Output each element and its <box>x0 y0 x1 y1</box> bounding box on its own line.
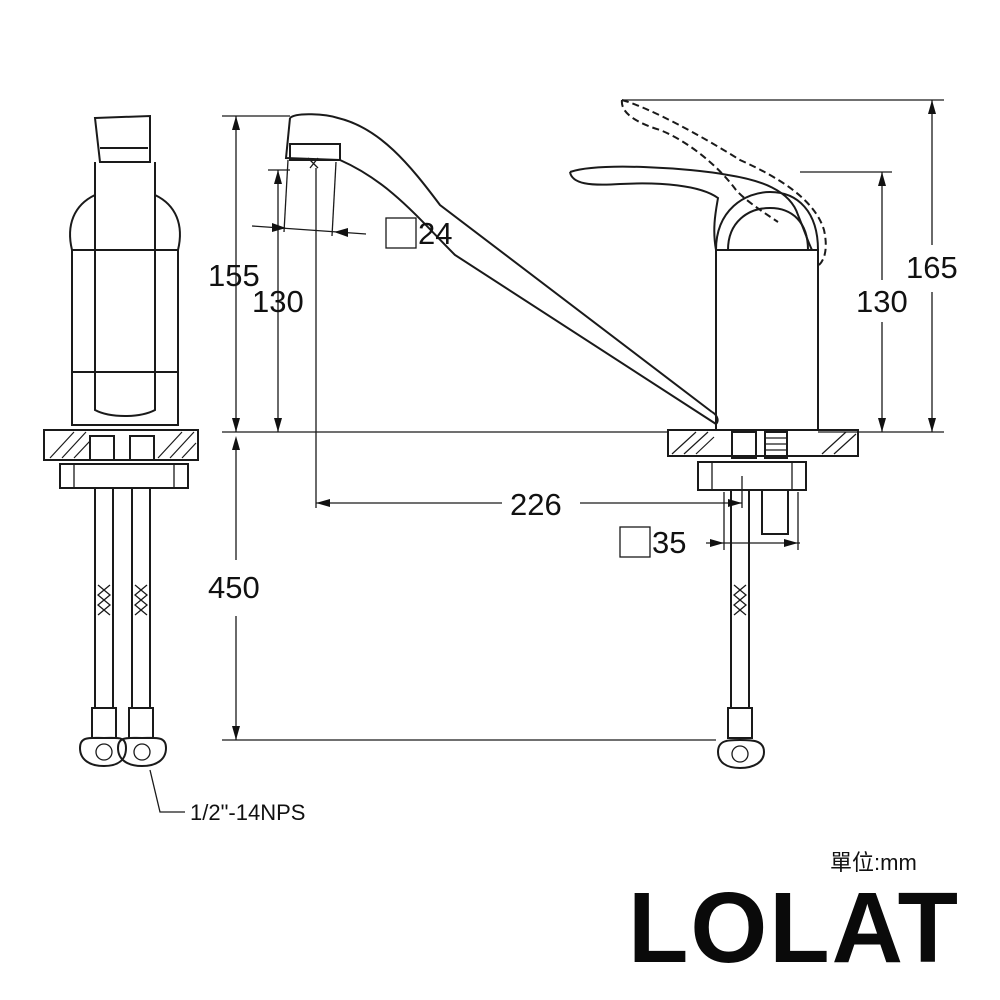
brand-logo: LOLAT <box>628 872 960 984</box>
hose-braid-marks <box>96 584 149 616</box>
dim-handle-height: 130 <box>856 284 908 319</box>
dim-hose-length: 450 <box>208 570 260 605</box>
dimension-lines <box>222 99 944 741</box>
dim-base-square: 35 <box>652 525 686 560</box>
aerator-square-symbol <box>385 217 417 249</box>
dim-reach: 226 <box>510 487 562 522</box>
unit-note: 單位:mm <box>830 850 917 875</box>
side-counter-hatching <box>49 431 197 459</box>
dim-spout-outlet-height: 130 <box>252 284 304 319</box>
thread-spec-note: 1/2"-14NPS <box>190 800 305 825</box>
side-view <box>43 114 199 813</box>
dim-total-height: 165 <box>906 250 958 285</box>
front-counter-hatching <box>671 431 857 455</box>
base-square-symbol <box>619 526 651 558</box>
front-view <box>284 99 859 770</box>
dim-spout-height: 155 <box>208 258 260 293</box>
dim-aerator-square: 24 <box>418 216 452 251</box>
